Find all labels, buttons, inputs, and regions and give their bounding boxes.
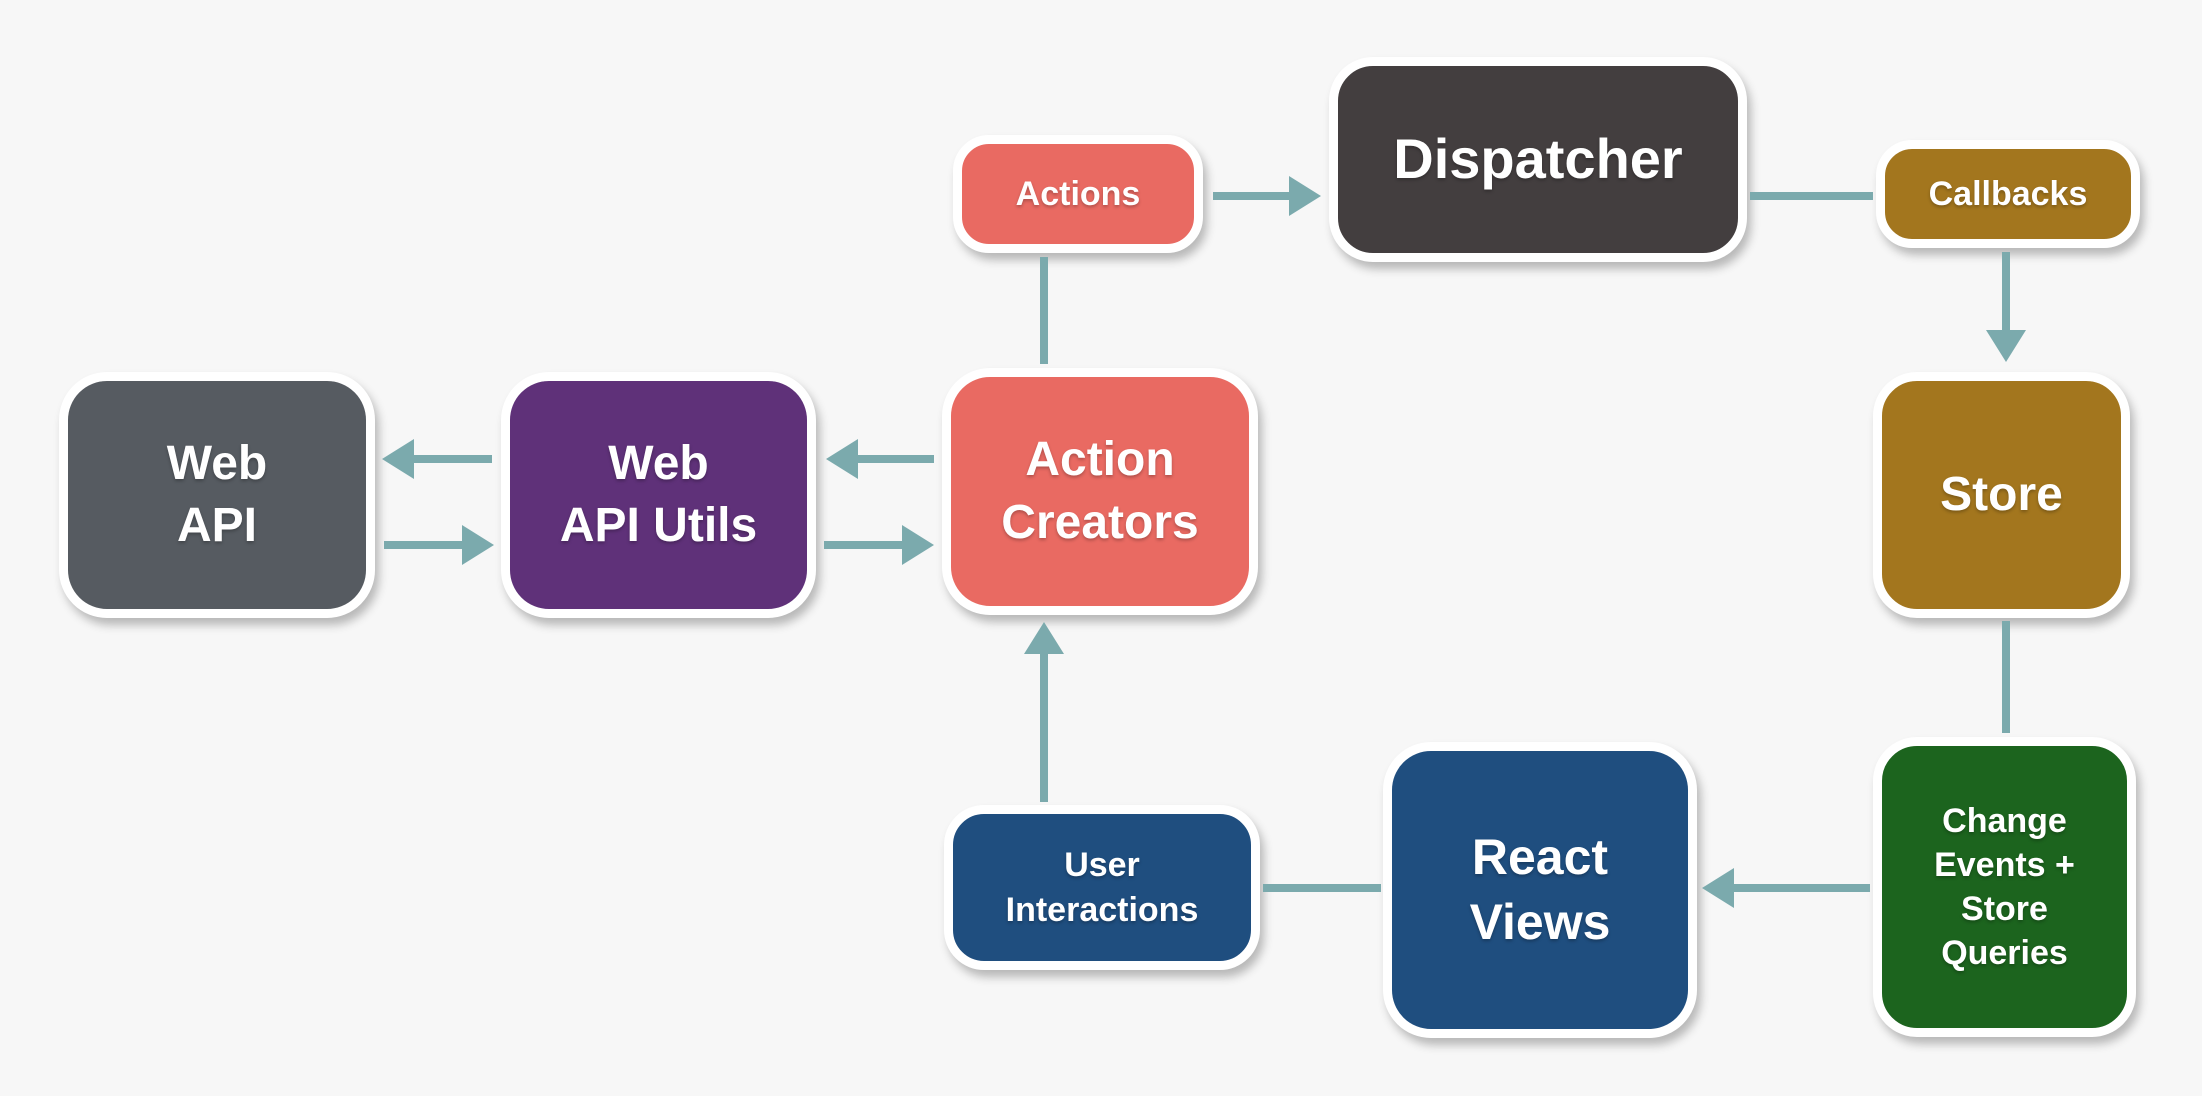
node-web-api-utils: Web API Utils [501, 372, 816, 618]
node-action-creators-label: Action Creators [1001, 433, 1199, 549]
edge-web-api-utils-to-web-api-arrowhead-icon [382, 439, 414, 479]
edge-web-api-utils-to-action-creators-arrowhead-icon [902, 525, 934, 565]
edge-web-api-to-web-api-utils-line [384, 541, 464, 549]
node-store: Store [1873, 372, 2130, 618]
edge-action-creators-to-actions-line [1040, 257, 1048, 364]
node-react-views-label: React Views [1469, 829, 1611, 950]
edge-change-events-to-react-views-arrowhead-icon [1702, 868, 1734, 908]
node-web-api: Web API [59, 372, 375, 618]
edge-web-api-to-web-api-utils-arrowhead-icon [462, 525, 494, 565]
edge-user-interactions-to-action-creators-line [1040, 652, 1048, 802]
edge-web-api-utils-to-action-creators-line [824, 541, 904, 549]
node-actions-label: Actions [1015, 174, 1141, 213]
node-callbacks: Callbacks [1876, 140, 2140, 248]
node-react-views: React Views [1383, 742, 1697, 1038]
edge-action-creators-to-web-api-utils-arrowhead-icon [826, 439, 858, 479]
edge-callbacks-to-store-line [2002, 252, 2010, 330]
edge-action-creators-to-web-api-utils-line [856, 455, 934, 463]
edge-react-views-to-user-interactions-line [1263, 884, 1381, 892]
node-dispatcher-label: Dispatcher [1393, 127, 1683, 191]
node-web-api-label: Web API [166, 436, 268, 552]
edge-web-api-utils-to-web-api-line [412, 455, 492, 463]
edge-callbacks-to-store-arrowhead-icon [1986, 330, 2026, 362]
node-change-events-label: Change Events + Store Queries [1934, 801, 2075, 973]
edge-actions-to-dispatcher-line [1213, 192, 1289, 200]
node-change-events: Change Events + Store Queries [1873, 737, 2136, 1037]
edge-store-to-change-events-line [2002, 621, 2010, 733]
edge-user-interactions-to-action-creators-arrowhead-icon [1024, 622, 1064, 654]
node-action-creators: Action Creators [942, 368, 1258, 615]
node-web-api-utils-label: Web API Utils [559, 436, 758, 552]
edge-actions-to-dispatcher-arrowhead-icon [1289, 176, 1321, 216]
node-actions: Actions [953, 135, 1203, 253]
node-dispatcher: Dispatcher [1329, 57, 1747, 262]
node-store-label: Store [1940, 467, 2063, 521]
edge-change-events-to-react-views-line [1732, 884, 1870, 892]
edge-dispatcher-to-callbacks-line [1750, 192, 1873, 200]
node-user-interactions: User Interactions [944, 805, 1260, 970]
node-callbacks-label: Callbacks [1928, 174, 2088, 213]
node-user-interactions-label: User Interactions [1005, 846, 1199, 929]
